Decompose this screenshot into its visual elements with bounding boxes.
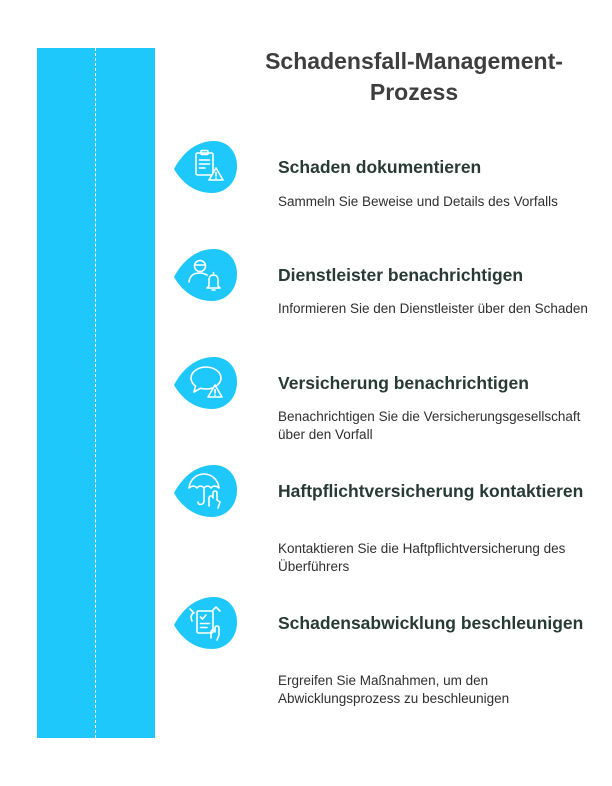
umbrella-hand-icon bbox=[173, 462, 237, 526]
page-title: Schadensfall-Management-Prozess bbox=[265, 48, 563, 105]
step-title: Versicherung benachrichtigen bbox=[278, 373, 529, 393]
road-dashed-line bbox=[95, 48, 96, 738]
checklist-hand-icon bbox=[173, 594, 237, 658]
step-description: Ergreifen Sie Maßnahmen, um den Abwicklu… bbox=[278, 673, 510, 706]
step-description: Sammeln Sie Beweise und Details des Vorf… bbox=[278, 194, 558, 209]
clipboard-warning-icon bbox=[173, 138, 237, 202]
speech-bubble-warning-icon bbox=[173, 354, 237, 418]
person-bell-icon bbox=[173, 246, 237, 310]
road-band bbox=[37, 48, 155, 738]
step-title: Dienstleister benachrichtigen bbox=[278, 265, 524, 285]
step-description: Benachrichtigen Sie die Versicherungsges… bbox=[278, 409, 581, 442]
step-description: Kontaktieren Sie die Haftpflichtversiche… bbox=[278, 541, 566, 574]
step-title: Schadensabwicklung beschleunigen bbox=[278, 613, 584, 633]
step-title: Schaden dokumentieren bbox=[278, 157, 482, 177]
step-title: Haftpflichtversicherung kontaktieren bbox=[278, 481, 584, 501]
step-description: Informieren Sie den Dienstleister über d… bbox=[278, 301, 588, 316]
